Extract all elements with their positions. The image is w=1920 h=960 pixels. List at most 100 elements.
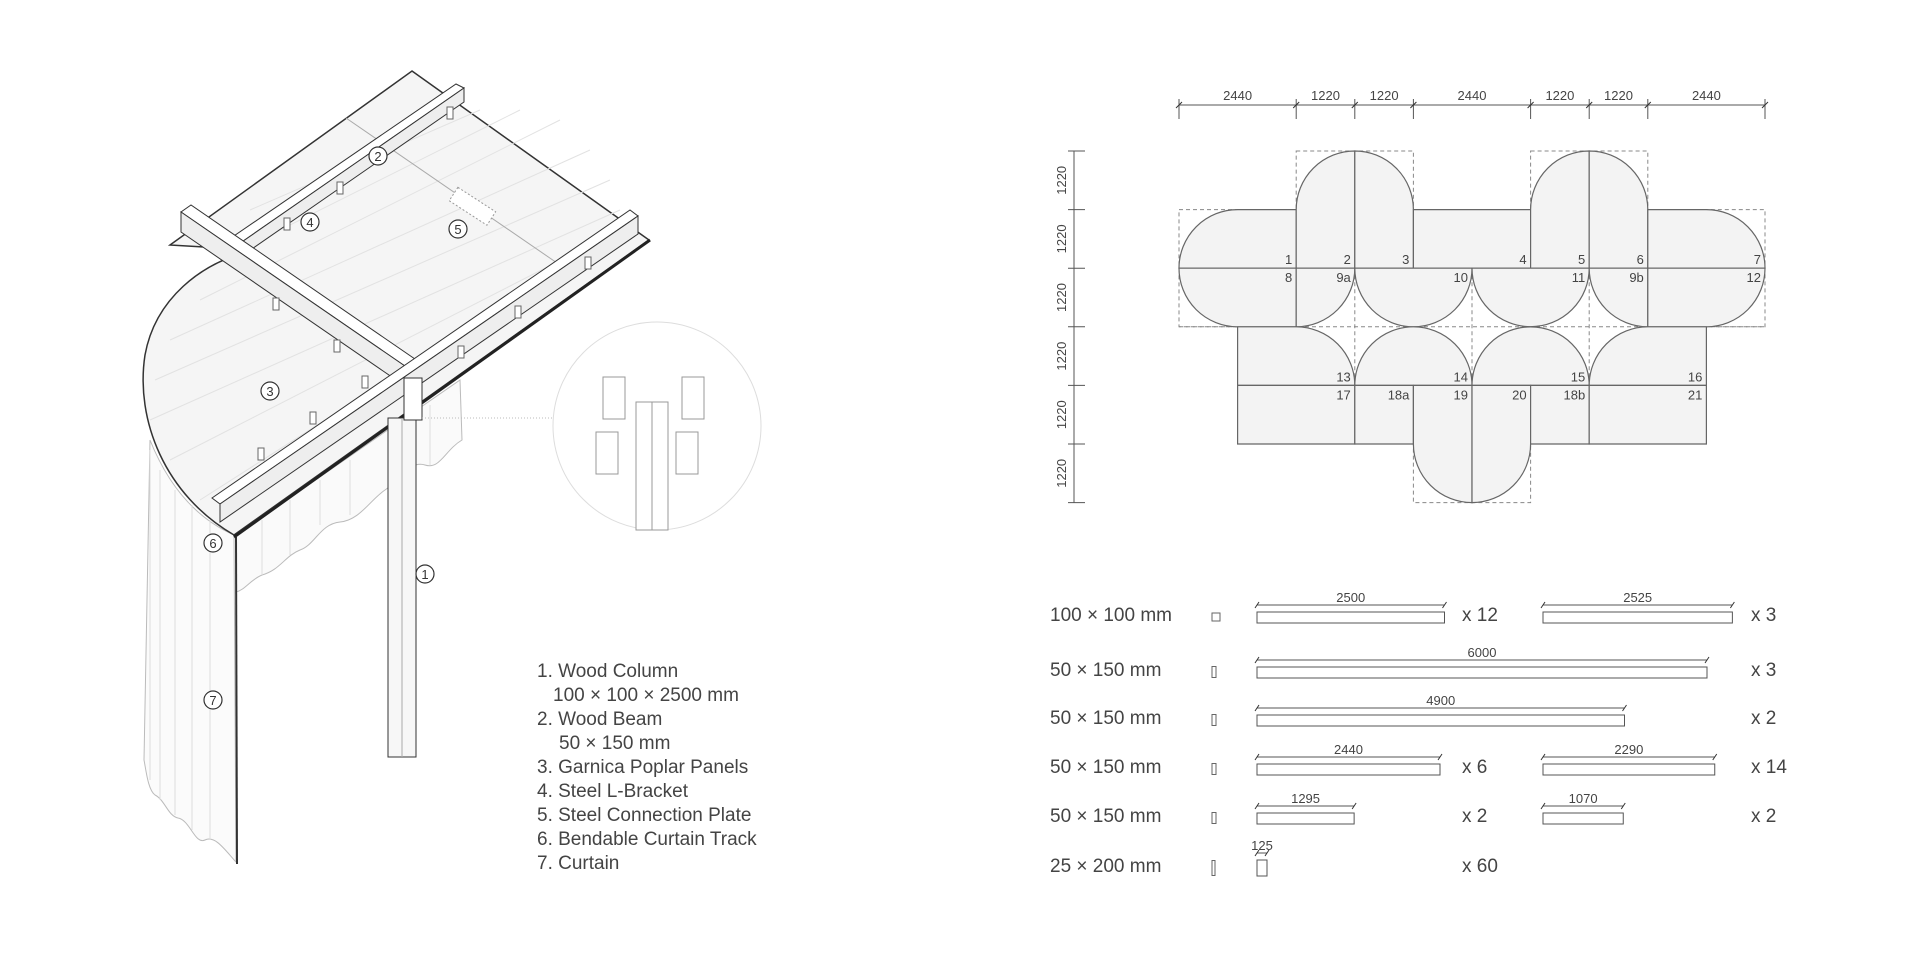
part-length-label: 2500 [1336,590,1365,605]
panel-label-9a: 9a [1336,270,1351,285]
section-size-label: 100 × 100 mm [1050,605,1172,626]
dimension-slash [1540,753,1546,761]
part-length-label: 4900 [1426,693,1455,708]
panel-label-7: 7 [1754,252,1761,267]
callout-7: 7 [209,693,216,708]
dimension-slash [1175,101,1183,109]
callout-3: 3 [266,384,273,399]
panel-6 [1588,150,1649,269]
callout-5: 5 [454,222,461,237]
dimension-slash [1729,601,1735,609]
top-dimension-label: 2440 [1223,88,1252,103]
side-dimension-label: 1220 [1054,224,1069,253]
part-length-label: 6000 [1468,645,1497,660]
part-length-label: 2290 [1614,742,1643,757]
callout-circle-3 [260,381,280,401]
dimension-slash [1527,101,1534,109]
part-count: x 14 [1751,757,1787,778]
l-brackets [257,106,592,461]
callout-circle-2 [368,146,388,166]
part-bar-1070 [1542,812,1624,825]
callout-6: 6 [209,536,216,551]
section-icon-rect [1211,666,1217,678]
dimension-slash [1254,849,1260,857]
dimension-slash [1351,101,1359,109]
legend-item-1-size: 100 × 100 × 2500 mm [553,685,739,706]
section-size-label: 50 × 150 mm [1050,806,1162,827]
legend-item-2: 2. Wood Beam [537,709,663,730]
part-count: x 2 [1751,806,1777,827]
column-top-block [403,377,423,421]
section-icon-square [1211,612,1221,622]
panel-15 [1471,326,1590,386]
dimension-slash [1254,704,1260,712]
legend-item-4: 4. Steel L-Bracket [537,781,689,802]
component-legend: 1. Wood Column 100 × 100 × 2500 mm 2. Wo… [537,660,757,876]
panel-4 [1412,209,1532,269]
panel-21 [1588,384,1707,445]
legend-item-1: 1. Wood Column [537,661,679,682]
part-bar-2525 [1542,611,1733,624]
connection-plate [448,186,497,226]
panel-12 [1647,267,1766,328]
part-length-label: 1070 [1569,791,1598,806]
part-length-label: 2440 [1334,742,1363,757]
part-bar-4900 [1256,714,1625,727]
panel-label-18a: 18a [1388,387,1410,402]
part-count: x 3 [1751,660,1777,681]
panel-3 [1354,150,1414,269]
callout-circle-4 [300,212,320,232]
section-size-label: 50 × 150 mm [1050,757,1162,778]
panel-label-4: 4 [1519,252,1526,267]
top-dimension-label: 1220 [1311,88,1340,103]
panel-13 [1237,326,1356,386]
callout-4: 4 [306,215,313,230]
side-dimension-label: 1220 [1054,283,1069,312]
dimension-slash [1292,101,1300,109]
curtain-edge [235,536,238,865]
panel-label-16: 16 [1688,369,1702,384]
panel-label-21: 21 [1688,387,1702,402]
part-length-label: 125 [1251,838,1273,853]
dimension-slash [1437,753,1443,761]
panel-label-5: 5 [1578,252,1585,267]
section-icon-rect [1211,812,1217,824]
panel-label-10: 10 [1454,270,1468,285]
callout-2: 2 [374,149,381,164]
dimension-slash [1254,802,1260,810]
dimension-slash [1254,753,1260,761]
part-bar-2290 [1542,763,1716,776]
dimension-slash [1442,601,1447,609]
isometric-structure-drawing: 1 2 3 4 5 6 7 [142,70,762,865]
panel-16 [1588,326,1707,386]
panel-label-6: 6 [1637,252,1644,267]
part-count: x 2 [1751,708,1777,729]
part-bar-6000 [1256,666,1708,679]
guide-box [1295,150,1414,211]
part-bar-2500 [1256,611,1445,624]
panel-17 [1237,384,1356,445]
panel-10 [1354,267,1473,328]
legend-item-5: 5. Steel Connection Plate [537,805,752,826]
top-dimension-label: 1220 [1604,88,1633,103]
part-count: x 60 [1462,856,1498,877]
callout-circle-1 [415,564,435,584]
dimension-slash [1622,704,1627,712]
dimension-slash [1712,753,1718,761]
panel-1 [1178,209,1297,269]
part-count: x 3 [1751,605,1777,626]
panel-label-8: 8 [1285,270,1292,285]
callout-1: 1 [421,567,428,582]
panel-label-12: 12 [1747,270,1761,285]
panel-18a [1354,384,1414,445]
dimension-slash [1540,601,1546,609]
dimension-slash [1761,101,1769,109]
legend-item-7: 7. Curtain [537,853,620,874]
part-count: x 12 [1462,605,1498,626]
panel-label-9b: 9b [1629,270,1643,285]
section-icon-rect [1211,763,1217,775]
poplar-panel [142,70,651,536]
panel-label-2: 2 [1344,252,1351,267]
top-dimension-label: 2440 [1458,88,1487,103]
side-dimension-label: 1220 [1054,459,1069,488]
